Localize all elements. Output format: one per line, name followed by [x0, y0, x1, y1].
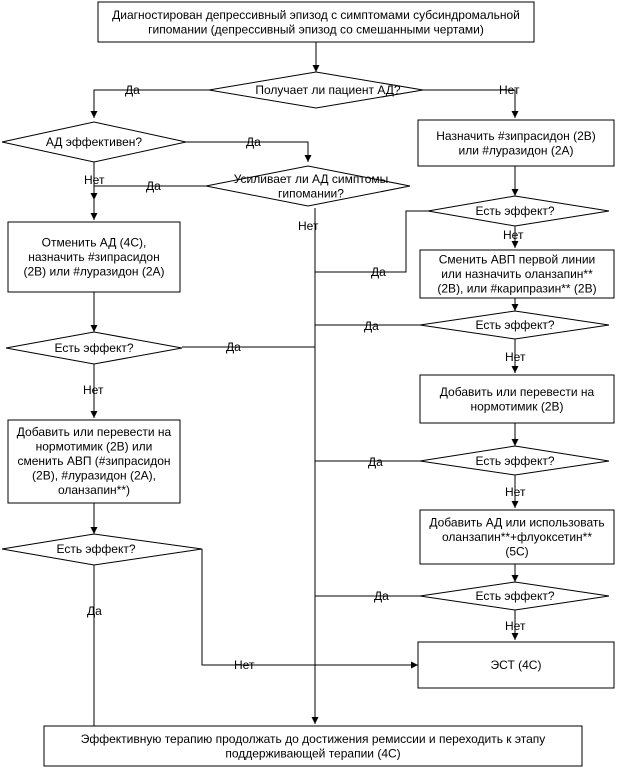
label-line: или назначить оланзапин** — [441, 267, 593, 281]
cancel-ad-box — [7, 221, 181, 293]
label-no-ad-effective: Нет — [84, 173, 105, 187]
effect-decision-right-3 — [419, 445, 610, 476]
label-yes-left-1: Да — [226, 340, 241, 354]
label-line: АД эффективен? — [46, 135, 143, 149]
nodes — [1, 1, 615, 767]
effect-question-left-1: Есть эффект? — [54, 341, 133, 355]
label-yes-right-1: Да — [371, 265, 386, 279]
effect-question-right-3: Есть эффект? — [475, 454, 554, 468]
label-line: (2В), или #карипразин** (2В) — [437, 282, 596, 296]
label-no-left-2: Нет — [234, 658, 255, 672]
patient-ad-question: Получает ли пациент АД? — [255, 83, 401, 97]
label-line: Добавить АД или использовать — [429, 516, 604, 530]
label-line: Отменить АД (4С), — [42, 236, 147, 250]
label-line: или #луразидон (2А) — [458, 143, 573, 157]
edge-eff-left2-no — [201, 549, 418, 669]
label-line: Есть эффект? — [54, 341, 133, 355]
add-mood-stabilizer-box-right — [419, 374, 615, 424]
ad-effective-question: АД эффективен? — [46, 135, 143, 149]
label-line: назначить #зипрасидон — [28, 250, 159, 264]
label-yes-right-3: Да — [368, 455, 383, 469]
label-line: гипомании? — [278, 186, 344, 200]
effect-decision-right-2 — [419, 310, 610, 340]
effect-decision-left-1 — [5, 331, 183, 365]
edge-eff-r1-yes — [315, 210, 428, 273]
effect-decision-right-4 — [419, 581, 610, 611]
edge-q-ad-no — [423, 89, 519, 118]
label-no-right-2: Нет — [505, 350, 526, 364]
label-line: оланзапин**) — [58, 483, 130, 497]
effect-question-left-2: Есть эффект? — [56, 542, 135, 556]
effect-decision-left-2 — [1, 533, 203, 566]
label-yes-right-4: Да — [374, 589, 389, 603]
label-line: Получает ли пациент АД? — [255, 83, 401, 97]
label-no-hypomania: Нет — [298, 219, 319, 233]
edge-hypo-yes — [90, 185, 206, 200]
label-line: Сменить АВП первой линии — [439, 253, 596, 267]
label-yes-ad-effective: Да — [246, 135, 261, 149]
label-line: Добавить или перевести на — [17, 425, 172, 439]
effect-question-right-1: Есть эффект? — [475, 204, 554, 218]
label-yes-hypomania: Да — [146, 179, 161, 193]
label-line: гипомании (депрессивный эпизод со смешан… — [148, 22, 484, 36]
label-line: Усиливает ли АД симптомы — [234, 172, 389, 186]
label-line: нормотимик (2В) — [470, 399, 563, 413]
label-yes-left-2: Да — [87, 604, 102, 618]
start-box — [97, 1, 535, 43]
label-line: Есть эффект? — [475, 204, 554, 218]
label-line: поддерживающей терапии (4С) — [225, 746, 400, 760]
label-line: Есть эффект? — [475, 318, 554, 332]
label-line: Добавить или перевести на — [440, 385, 595, 399]
ad-effective-decision — [1, 121, 187, 163]
end-text: Эффективную терапию продолжать до достиж… — [81, 732, 546, 761]
label-no-patient-ad: Нет — [499, 83, 520, 97]
ect-text: ЭСТ (4С) — [491, 658, 542, 672]
hypomania-decision — [205, 165, 411, 207]
label-line: ЭСТ (4С) — [491, 658, 542, 672]
olanzapine-fluoxetine-box — [419, 509, 615, 565]
label-line: Назначить #зипрасидон (2В) — [436, 129, 596, 143]
label-no-right-4: Нет — [505, 619, 526, 633]
label-line: Эффективную терапию продолжать до достиж… — [81, 732, 546, 746]
label-line: (2В), #луразидон (2А), — [32, 469, 156, 483]
effect-question-right-2: Есть эффект? — [475, 318, 554, 332]
ect-box — [417, 641, 615, 689]
edge-q-ad-yes — [90, 89, 209, 118]
label-line: Диагностирован депрессивный эпизод с сим… — [112, 8, 520, 22]
edge-ad-eff-yes — [186, 141, 312, 162]
label-no-right-1: Нет — [503, 228, 524, 242]
label-line: Есть эффект? — [56, 542, 135, 556]
label-yes-patient-ad: Да — [125, 83, 140, 97]
label-line: (2В) или #луразидон (2А) — [23, 265, 164, 279]
ziprasidone-box — [417, 119, 615, 167]
patient-ad-decision — [208, 71, 424, 109]
end-box — [43, 725, 583, 767]
label-no-right-3: Нет — [505, 485, 526, 499]
edge-eff-left2-yes — [44, 565, 95, 747]
label-line: Есть эффект? — [475, 589, 554, 603]
label-line: нормотимик (2В) или — [36, 440, 153, 454]
effect-question-right-4: Есть эффект? — [475, 589, 554, 603]
label-line: сменить АВП (#зипрасидон — [17, 454, 170, 468]
start-text: Диагностирован депрессивный эпизод с сим… — [112, 8, 520, 37]
ziprasidone-text: Назначить #зипрасидон (2В)или #луразидон… — [436, 129, 596, 158]
edge-labels: Да Нет Да Нет Да Нет Да Нет Да Да Нет Не… — [83, 83, 526, 672]
node-labels: Диагностирован депрессивный эпизод с сим… — [17, 8, 605, 761]
label-line: Есть эффект? — [475, 454, 554, 468]
label-line: (5С) — [505, 545, 528, 559]
label-yes-right-2: Да — [364, 319, 379, 333]
cancel-ad-text: Отменить АД (4С),назначить #зипрасидон(2… — [23, 236, 164, 279]
add-mood-stabilizer-box-left — [7, 419, 181, 504]
switch-antipsychotic-box — [419, 249, 615, 299]
label-line: оланзапин**+флуоксетин** — [442, 530, 592, 544]
label-no-left-1: Нет — [83, 383, 104, 397]
effect-decision-right-1 — [427, 195, 610, 227]
